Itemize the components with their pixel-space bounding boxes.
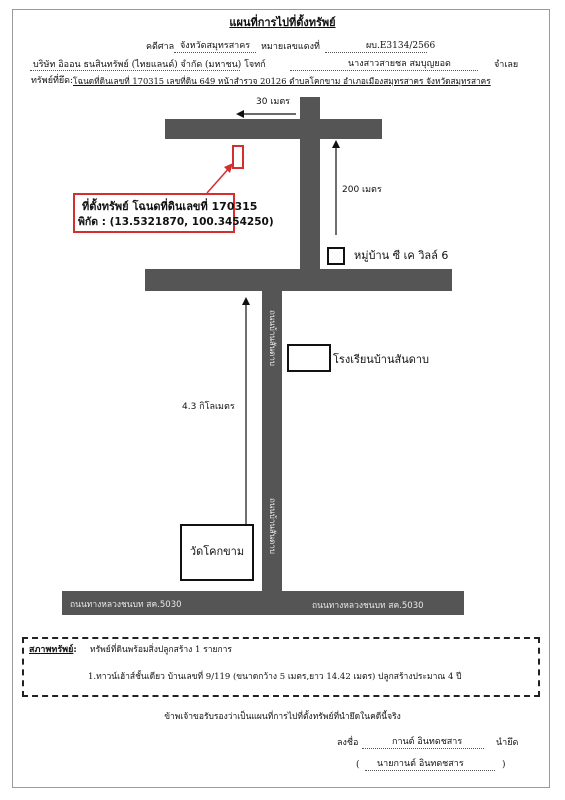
certification-statement: ข้าพเจ้าขอรับรองว่าเป็นแผนที่การไปที่ตั้… [164,712,401,722]
defendant-suffix: จำเลย [494,60,519,70]
road-right-vertical [300,97,320,269]
sign-label: ลงชื่อ [337,738,359,748]
road-middle-horizontal [145,269,452,291]
close-paren: ) [502,760,506,770]
court-label: คดีศาล [146,42,175,52]
case-line [325,52,427,53]
school-marker [287,344,331,372]
road-label-vertical-lower: ถนนบ้านสันดาบ [268,498,277,554]
court-line [174,52,256,53]
sign-role: นำยึด [496,738,519,748]
condition-colon: : [73,645,77,655]
road-ban-sandap [262,291,282,591]
property-label: ทรัพย์ที่ยึด: [31,76,74,86]
arrow-200m [332,140,340,235]
temple-box [180,524,254,581]
condition-box [22,637,540,697]
village-marker [327,247,345,265]
road-bottom-highway [62,591,464,615]
signer-name: กานต์ อินทดชสาร [392,737,463,747]
page-title: แผนที่การไปที่ตั้งทรัพย์ [229,16,336,29]
property-callout-line2: พิกัด : (13.5321870, 100.3454250) [78,216,274,228]
property-callout-line1: ที่ตั้งทรัพย์ โฉนดที่ดินเลขที่ 170315 [82,200,258,213]
distance-200m: 200 เมตร [342,185,382,195]
printed-name: นายกานต์ อินทดชสาร [377,759,464,769]
school-label: โรงเรียนบ้านสันดาบ [333,353,430,366]
callout-arrow [206,163,233,194]
road-label-highway-right: ถนนทางหลวงชนบท สค.5030 [312,601,424,611]
road-label-highway-left: ถนนทางหลวงชนบท สค.5030 [70,600,182,610]
village-label: หมู่บ้าน ซี เค วิลล์ 6 [354,249,449,262]
property-detail: โฉนดที่ดินเลขที่ 170315 เลขที่ดิน 649 หน… [73,76,491,86]
road-label-vertical-upper: ถนนบ้านสันดาบ [268,310,277,366]
court-value: จังหวัดสมุทรสาคร [180,41,251,51]
sign-line [362,748,484,749]
property-marker [232,145,244,169]
condition-label: สภาพทรัพย์: [29,645,77,656]
property-callout [73,193,235,233]
printed-name-line [365,770,495,771]
condition-label-text: สภาพทรัพย์ [29,645,74,655]
plaintiff-line [30,70,240,71]
temple-label: วัดโคกขาม [189,545,245,558]
arrow-4-3km [242,297,250,527]
arrow-30m [236,110,296,118]
defendant-line [290,70,478,71]
case-label: หมายเลขแดงที่ [261,42,320,52]
distance-30m: 30 เมตร [256,97,291,107]
distance-4-3km: 4.3 กิโลเมตร [182,402,235,412]
defendant: นางสาวสายชล สมบุญยอด [348,59,451,69]
road-top-horizontal [165,119,382,139]
plaintiff: บริษัท อิออน ธนสินทรัพย์ (ไทยแลนด์) จำกั… [33,60,266,70]
case-value: ผบ.E3134/2566 [366,41,436,51]
condition-summary: ทรัพย์ที่ดินพร้อมสิ่งปลูกสร้าง 1 รายการ [90,645,232,655]
condition-item: 1.ทาวน์เฮ้าส์ชั้นเดียว บ้านเลขที่ 9/119 … [88,672,462,682]
open-paren: ( [356,760,360,770]
